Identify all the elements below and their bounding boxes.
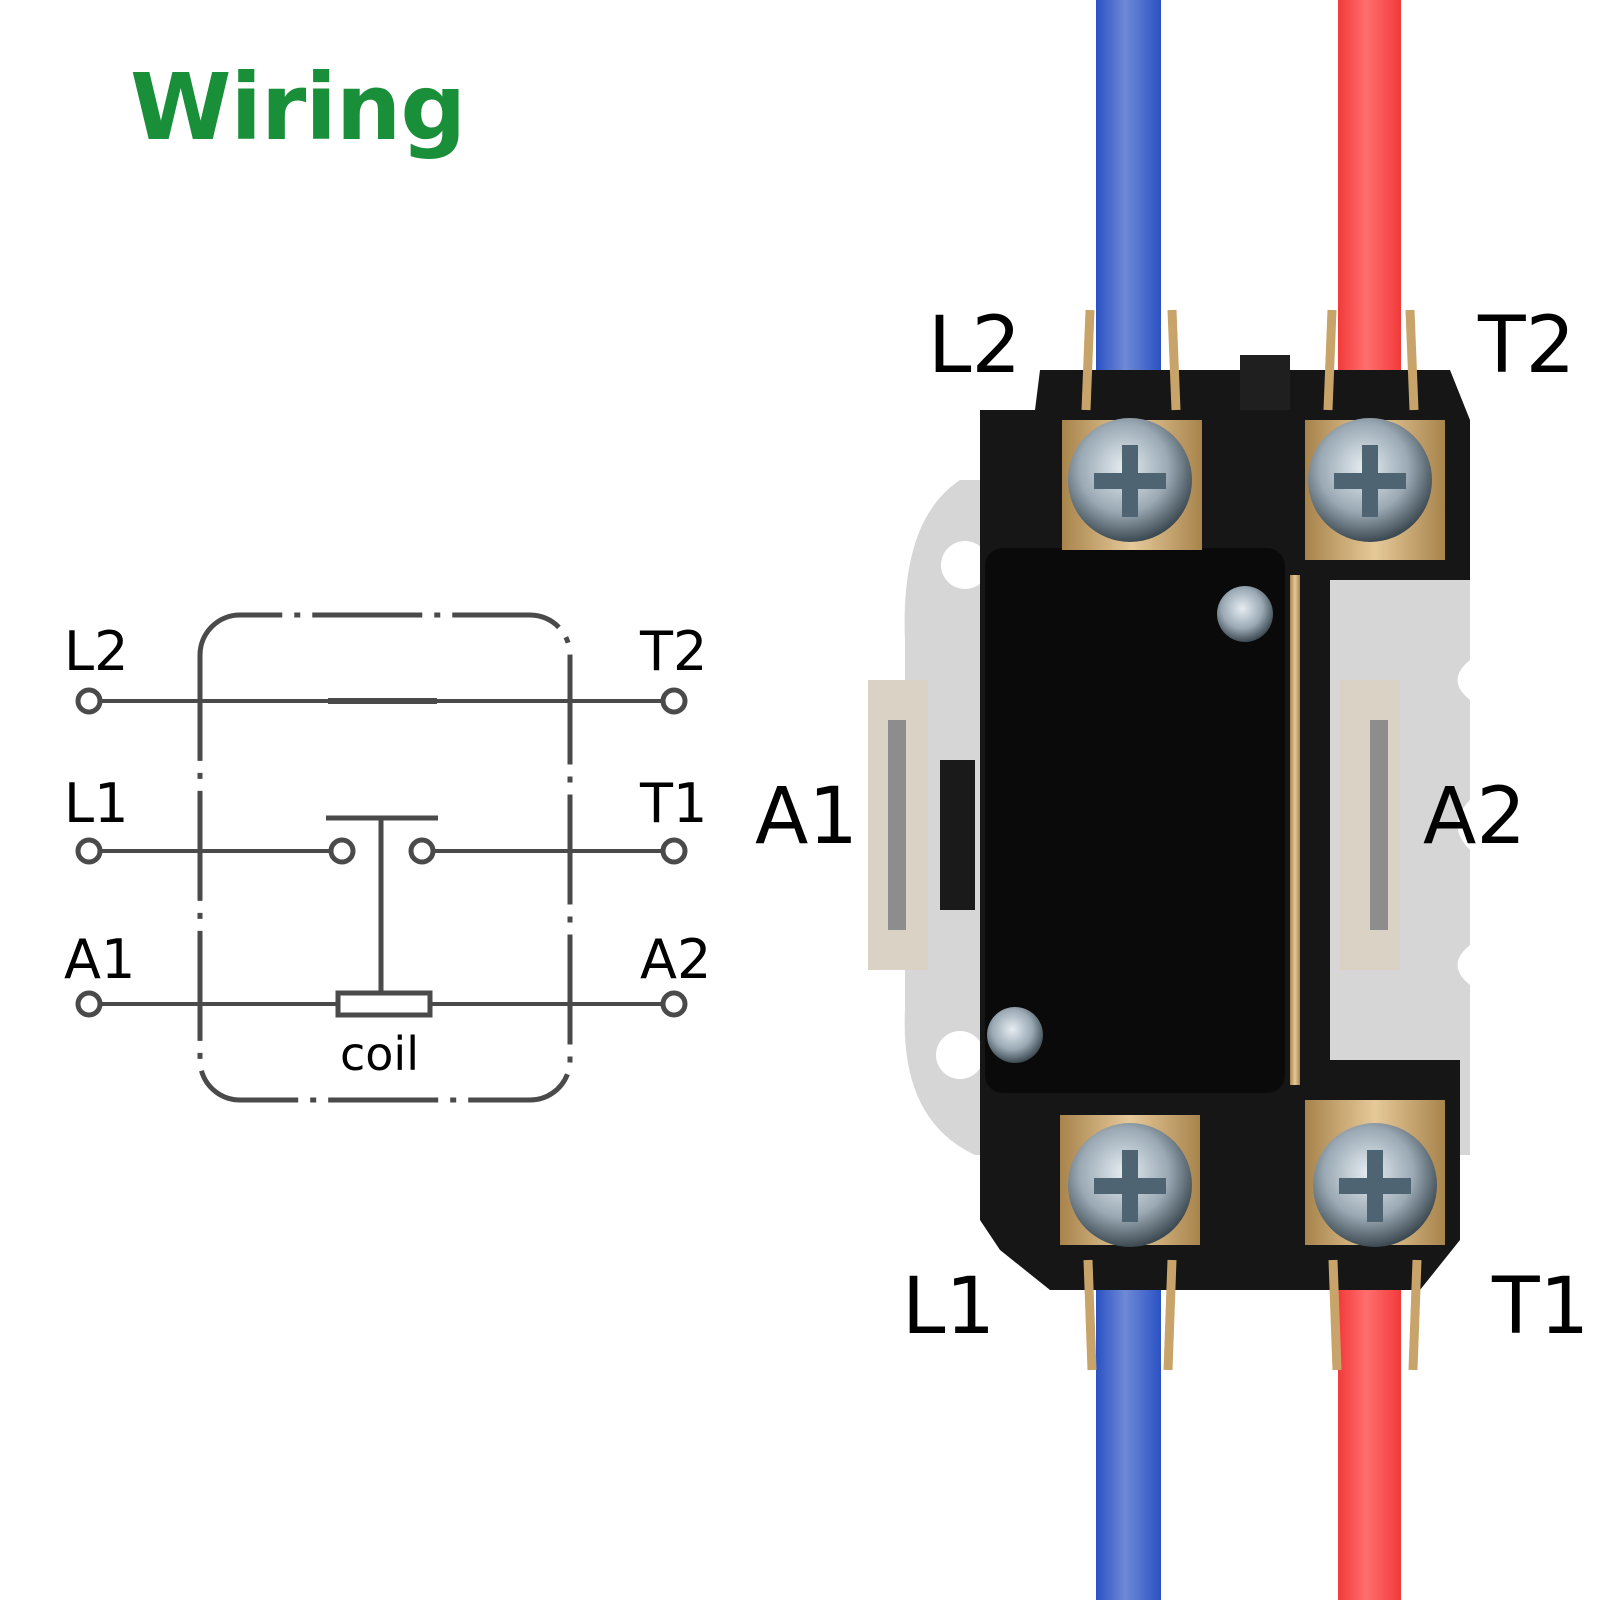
photo-label-a2: A2: [1423, 772, 1526, 862]
brass-bus-strip: [1290, 575, 1300, 1085]
page-title: Wiring: [130, 54, 466, 161]
terminal-screw-l1: [1060, 1115, 1200, 1371]
enclosure-boundary: [197, 612, 573, 1103]
contactor-housing: [980, 355, 1470, 1290]
terminal-l1: [75, 837, 103, 865]
terminal-screw-t1: [1305, 1100, 1445, 1371]
label-t1: T1: [639, 772, 707, 835]
label-l2: L2: [64, 620, 128, 683]
terminal-t2: [660, 687, 688, 715]
photo-label-t2: T2: [1477, 301, 1575, 391]
terminal-a1: [75, 990, 103, 1018]
contactor-schematic: L2 T2 L1 T1 A1 A2 coil: [64, 612, 711, 1103]
cover-screw-bottom: [987, 1007, 1043, 1063]
coil-terminal-a2: [1340, 680, 1400, 970]
coil-terminal-a1: [868, 680, 975, 970]
coil-symbol: [335, 990, 433, 1018]
photo-label-t1: T1: [1491, 1262, 1589, 1352]
label-a1: A1: [64, 928, 135, 991]
photo-label-l1: L1: [902, 1262, 995, 1352]
photo-label-l2: L2: [928, 301, 1021, 391]
label-a2: A2: [640, 928, 711, 991]
cover-screw-top: [1217, 586, 1273, 642]
label-l1: L1: [64, 772, 128, 835]
coil-label: coil: [340, 1027, 419, 1081]
contact-point-l1: [328, 837, 356, 865]
photo-label-a1: A1: [755, 772, 858, 862]
terminal-a2: [660, 990, 688, 1018]
label-t2: T2: [639, 620, 707, 683]
terminal-t1: [660, 837, 688, 865]
contact-point-t1: [408, 837, 436, 865]
terminal-screw-t2: [1305, 309, 1445, 560]
terminal-screw-l2: [1062, 309, 1202, 550]
terminal-l2: [75, 687, 103, 715]
